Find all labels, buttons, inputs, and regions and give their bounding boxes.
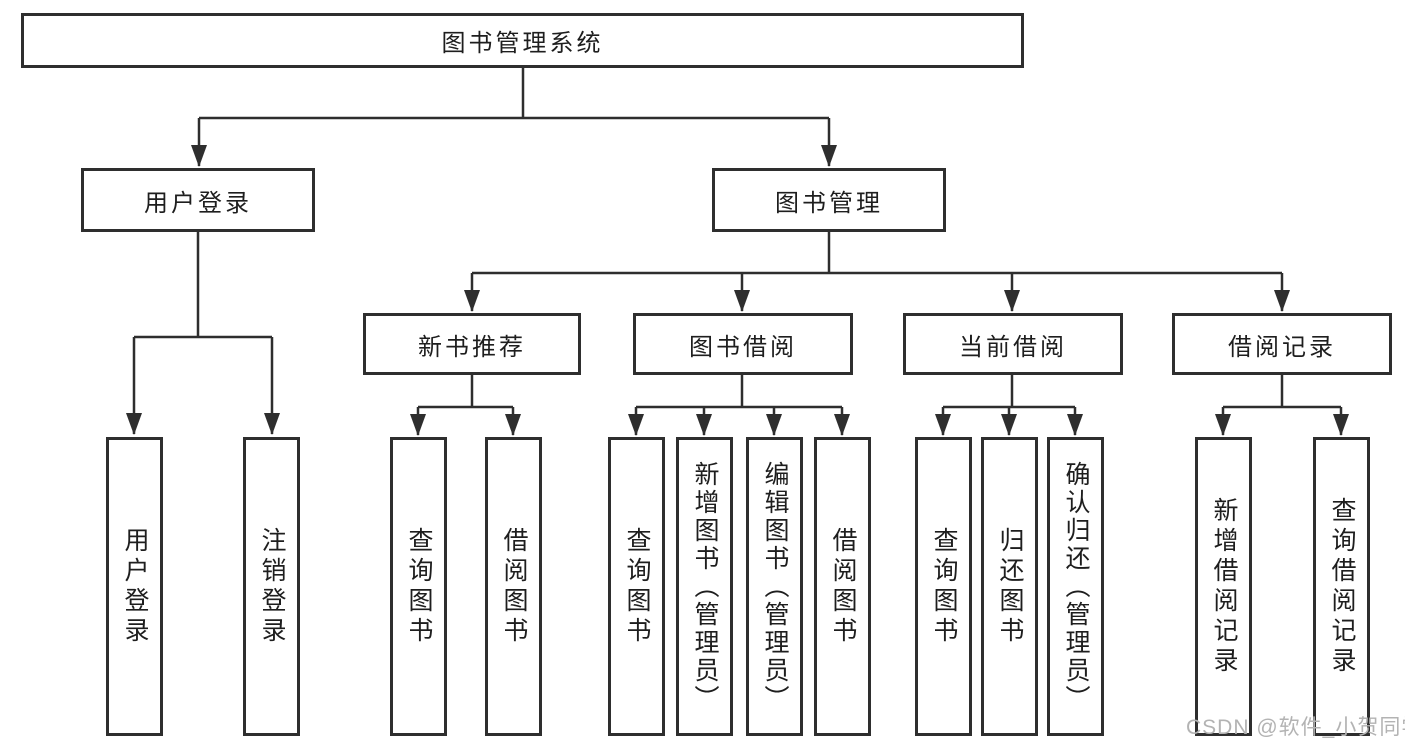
leaf-user-login: 用户登录 [106, 437, 163, 736]
leaf-query-books-current: 查询图书 [915, 437, 972, 736]
node-new-book-recommend: 新书推荐 [363, 313, 581, 375]
node-borrow-records: 借阅记录 [1172, 313, 1392, 375]
node-book-management: 图书管理 [712, 168, 946, 232]
node-user-login: 用户登录 [81, 168, 315, 232]
leaf-borrow-books-recommend: 借阅图书 [485, 437, 542, 736]
leaf-query-borrow-record: 查询借阅记录 [1313, 437, 1370, 736]
leaf-confirm-return-admin: 确认归还（管理员） [1047, 437, 1104, 736]
connector-paths [126, 68, 1349, 436]
leaf-return-books: 归还图书 [981, 437, 1038, 736]
leaf-edit-books-admin: 编辑图书（管理员） [746, 437, 803, 736]
node-book-borrow: 图书借阅 [633, 313, 853, 375]
leaf-add-books-admin: 新增图书（管理员） [676, 437, 733, 736]
leaf-query-books-recommend: 查询图书 [390, 437, 447, 736]
node-library-management-system: 图书管理系统 [21, 13, 1024, 68]
leaf-query-books-borrow: 查询图书 [608, 437, 665, 736]
leaf-add-borrow-record: 新增借阅记录 [1195, 437, 1252, 736]
leaf-borrow-books: 借阅图书 [814, 437, 871, 736]
leaf-logout: 注销登录 [243, 437, 300, 736]
csdn-watermark: CSDN @软件_小贺同学 [1186, 716, 1405, 739]
node-current-borrow: 当前借阅 [903, 313, 1123, 375]
